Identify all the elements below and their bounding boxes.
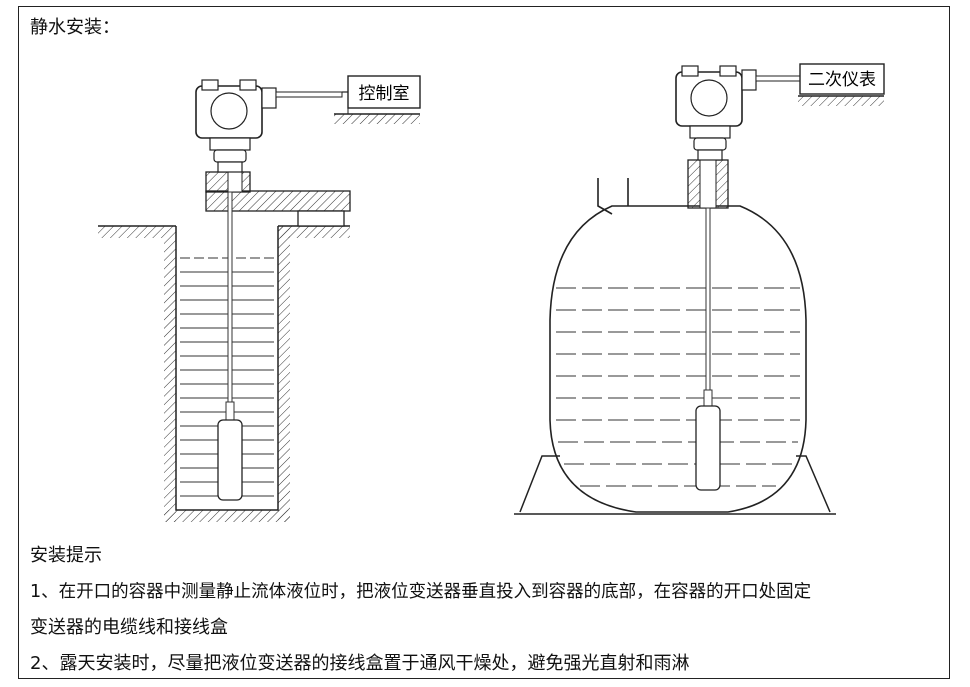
hint-line-3: 2、露天安装时，尽量把液位变送器的接线盒置于通风干燥处，避免强光直射和雨淋 [30,653,690,674]
secondary-instrument-label: 二次仪表 [808,70,876,90]
document-frame [18,6,950,679]
transmitter-left [195,79,343,173]
section-heading: 静水安装： [30,17,120,38]
control-room-label: 控制室 [359,84,410,104]
hint-title: 安装提示 [30,545,102,566]
open-pit-diagram: 控制室 [98,75,421,522]
hint-line-1: 1、在开口的容器中测量静止流体液位时，把液位变送器垂直投入到容器的底部，在容器的… [30,582,812,602]
hint-line-2: 变送器的电缆线和接线盒 [30,617,228,638]
closed-tank-diagram: 二次仪表 [514,63,885,515]
transmitter-right [675,65,801,161]
installation-illustrations: 控制室 [98,63,885,522]
